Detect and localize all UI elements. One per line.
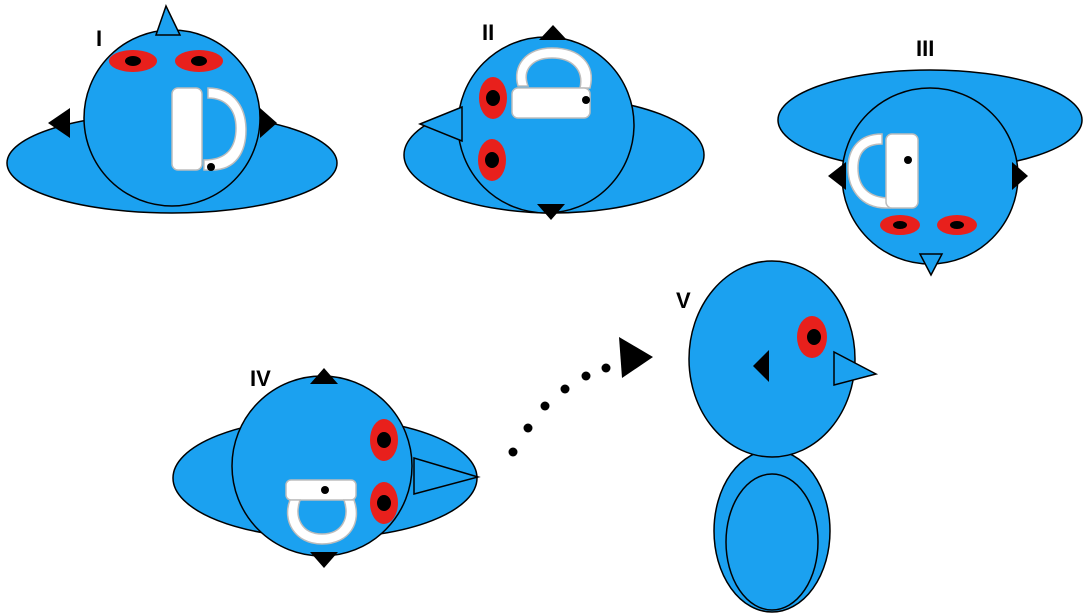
panel-i-tag (171, 87, 247, 171)
panel-v: V (676, 260, 879, 613)
panel-i-right-marker (260, 108, 277, 138)
panel-iii-head (841, 87, 1019, 265)
panel-i-pupil-left (125, 56, 141, 66)
panel-v-side-marker (753, 350, 769, 382)
panel-i-left-marker (48, 108, 70, 138)
panel-i-beak (154, 4, 182, 36)
panel-iv: IV (172, 366, 481, 568)
panel-iii-pupil-right (950, 221, 964, 229)
panel-v-head (688, 260, 856, 458)
panel-iii: III (777, 36, 1083, 277)
panel-ii-bottom-marker (537, 204, 565, 220)
panel-iii-right-marker (1012, 162, 1028, 190)
panel-ii-pupil-lower (485, 152, 499, 168)
panel-iv-beak (413, 456, 481, 495)
panel-ii-label: II (482, 20, 494, 45)
panel-ii-top-marker (539, 25, 567, 40)
panel-ii-beak (418, 105, 463, 143)
transition-arrow (508, 337, 653, 457)
panel-i-label: I (96, 26, 102, 51)
panel-iv-pupil-lower (377, 495, 391, 511)
panel-i: I (6, 4, 338, 214)
panel-iv-bottom-marker (310, 552, 338, 568)
panel-iv-label: IV (250, 366, 271, 391)
panel-ii-pupil-upper (486, 90, 500, 106)
panel-iii-beak (918, 253, 944, 277)
panel-ii-tag (511, 47, 592, 119)
panel-iii-left-marker (828, 162, 846, 190)
panel-iv-top-marker (310, 368, 338, 384)
panel-i-pupil-right (191, 56, 207, 66)
panel-ii: II (403, 20, 705, 220)
panel-ii-head (457, 36, 635, 214)
panel-v-pupil (807, 329, 821, 345)
transition-arrow-head (619, 337, 653, 378)
panel-iv-pupil-upper (377, 432, 391, 448)
panel-iv-head (231, 375, 413, 557)
panel-iii-label: III (916, 36, 934, 61)
panel-v-label: V (676, 288, 691, 313)
panel-iii-tag (847, 133, 919, 209)
panel-v-wing (725, 473, 819, 611)
panel-v-beak (833, 350, 879, 386)
panel-iv-tag (285, 479, 358, 545)
panel-iii-pupil-left (893, 221, 907, 229)
